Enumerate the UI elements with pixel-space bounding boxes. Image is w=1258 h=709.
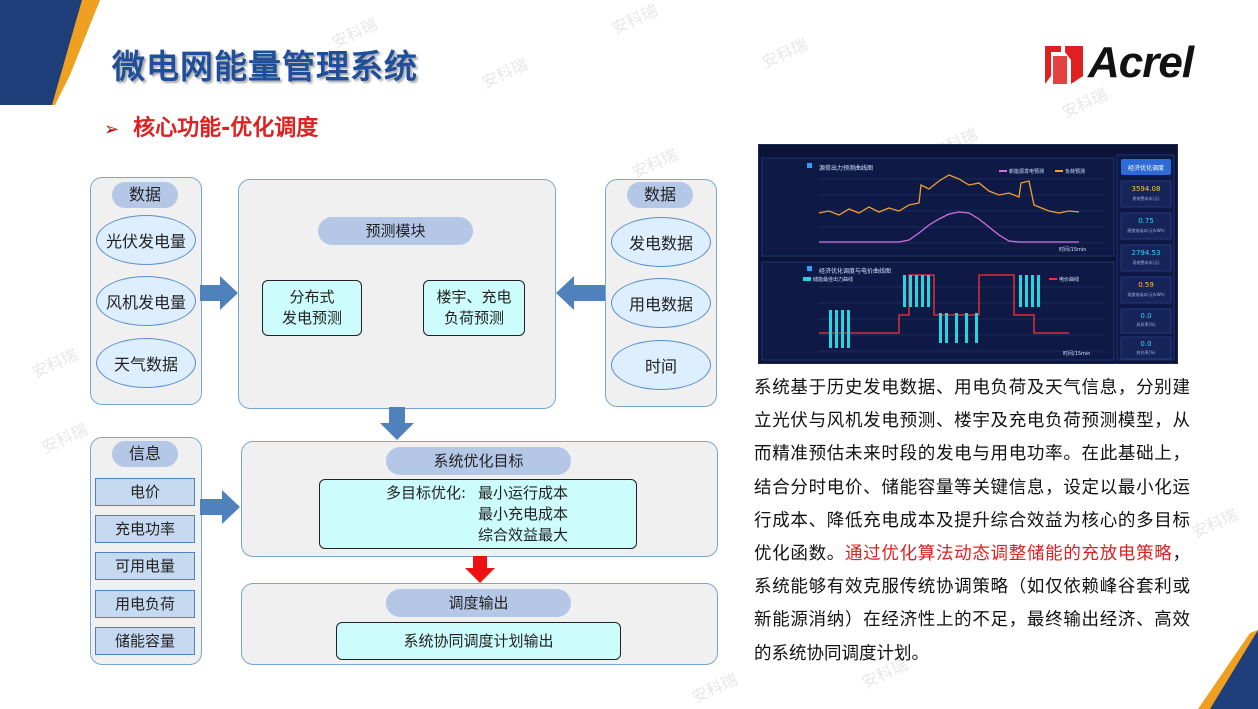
load-forecast-box: 楼宇、充电 负荷预测: [423, 280, 525, 336]
multi-objective-label: 多目标优化:: [386, 484, 467, 502]
watermark: 安科瑞: [28, 344, 81, 383]
distributed-generation-forecast-box: 分布式 发电预测: [262, 280, 362, 336]
dashboard-stat-label: 弃风率(%): [1136, 322, 1156, 327]
left-data-title: 数据: [112, 182, 178, 208]
right-data-title: 数据: [627, 182, 693, 208]
subtitle-text: 核心功能-优化调度: [133, 116, 319, 141]
box-line: 分布式: [289, 288, 335, 306]
dashboard-x-label: 时间/15min: [1059, 247, 1087, 253]
acrel-logo-text: Acrel: [1088, 38, 1194, 87]
info-item: 用电负荷: [95, 590, 195, 618]
dashboard-stat-value: 0.0: [1140, 340, 1152, 348]
page-title: 微电网能量管理系统: [112, 47, 418, 86]
info-item: 可用电量: [95, 552, 195, 580]
dashboard-chart2-title: 经济优化调度与电价曲线图: [819, 268, 892, 275]
box-line: 楼宇、充电: [436, 288, 512, 306]
section-subtitle: ➢ 核心功能-优化调度: [104, 110, 318, 142]
description-text: 系统基于历史发电数据、用电负荷及天气信息，分别建立光伏与风机发电预测、楼宇及充电…: [754, 378, 1190, 565]
arrow-down-icon: [380, 407, 414, 440]
optimization-goals-box: 多目标优化: 最小运行成本 最小充电成本 综合效益最大: [319, 479, 637, 549]
dashboard-stat-label: 现电费成本(元): [1132, 260, 1160, 265]
dashboard-chart1-title: 源荷出力预测曲线图: [819, 165, 874, 172]
goal-min-operating-cost: 最小运行成本: [478, 484, 569, 502]
dashboard-stat-value: 0.0: [1140, 312, 1152, 320]
description-highlight: 通过优化算法动态调整储能的充放电策略: [844, 544, 1173, 565]
info-item: 充电功率: [95, 515, 195, 543]
prediction-title: 预测模块: [318, 217, 473, 245]
watermark: 安科瑞: [608, 0, 661, 39]
dashboard-x-label-2: 时间/15min: [1063, 351, 1091, 357]
dashboard-stat-value: 0.59: [1138, 281, 1154, 289]
dashboard-stat-value: 3594.08: [1131, 185, 1161, 193]
right-data-item: 发电数据: [611, 217, 711, 267]
watermark: 安科瑞: [628, 144, 681, 183]
box-line: 发电预测: [281, 309, 342, 327]
left-data-item: 风机发电量: [96, 276, 196, 326]
corner-decoration-top-left: [0, 0, 100, 105]
description-paragraph: 系统基于历史发电数据、用电负荷及天气信息，分别建立光伏与风机发电预测、楼宇及充电…: [754, 372, 1190, 671]
arrow-left-icon: [556, 276, 606, 310]
dashboard-chart1-legend-1: 新能源发电预测: [1009, 169, 1045, 175]
right-data-item: 时间: [611, 340, 711, 390]
description-text-end: ，系统能够有效克服传统协调策略（如仅依赖峰谷套利或新能源消纳）在经济性上的不足，…: [754, 544, 1191, 664]
dashboard-stat-label: 原电费成本(元): [1132, 196, 1160, 201]
left-data-item: 天气数据: [96, 338, 196, 388]
dashboard-chart2-legend-2: 电价曲线: [1059, 277, 1080, 283]
arrow-right-icon: [200, 490, 240, 524]
dashboard-chart1-legend-2: 负荷预测: [1065, 169, 1086, 175]
watermark: 安科瑞: [758, 34, 811, 73]
goal-max-benefit: 综合效益最大: [478, 526, 569, 544]
acrel-logo-icon: [1045, 46, 1083, 84]
info-item: 储能容量: [95, 627, 195, 655]
dashboard-stat-label: 现度电成本(元/kWh): [1127, 292, 1165, 297]
watermark: 安科瑞: [1188, 504, 1241, 543]
left-data-item: 光伏发电量: [96, 215, 196, 265]
dashboard-stat-label: 原度电成本(元/kWh): [1127, 228, 1165, 233]
dispatch-title: 调度输出: [386, 589, 571, 617]
dashboard-chart2-legend-1: 储能最佳出力曲线: [813, 277, 854, 283]
dashboard-stat-value: 0.75: [1138, 217, 1154, 225]
info-title: 信息: [112, 441, 178, 467]
arrow-bullet-icon: ➢: [104, 119, 120, 140]
watermark: 安科瑞: [478, 54, 531, 93]
watermark: 安科瑞: [688, 669, 741, 708]
box-line: 负荷预测: [443, 309, 504, 327]
dashboard-image: [761, 154, 1175, 361]
dispatch-output-box: 系统协同调度计划输出: [336, 622, 621, 660]
watermark: 安科瑞: [38, 419, 91, 458]
dashboard-screenshot: 源荷出力预测曲线图 新能源发电预测 负荷预测 时间/15min 经济优化调度与电…: [758, 144, 1178, 364]
info-item: 电价: [95, 478, 195, 506]
red-arrow-down-icon: [465, 556, 495, 583]
corner-decoration-bottom-right: [1198, 630, 1258, 709]
arrow-right-icon: [200, 276, 238, 310]
goal-min-charging-cost: 最小充电成本: [478, 505, 569, 523]
dashboard-stat-value: 2794.53: [1131, 249, 1161, 257]
optimization-title: 系统优化目标: [386, 447, 571, 475]
right-data-item: 用电数据: [611, 278, 711, 328]
dashboard-economic-dispatch-button: 经济优化调度: [1127, 165, 1164, 172]
dashboard-stat-label: 弃光率(%): [1136, 350, 1156, 355]
